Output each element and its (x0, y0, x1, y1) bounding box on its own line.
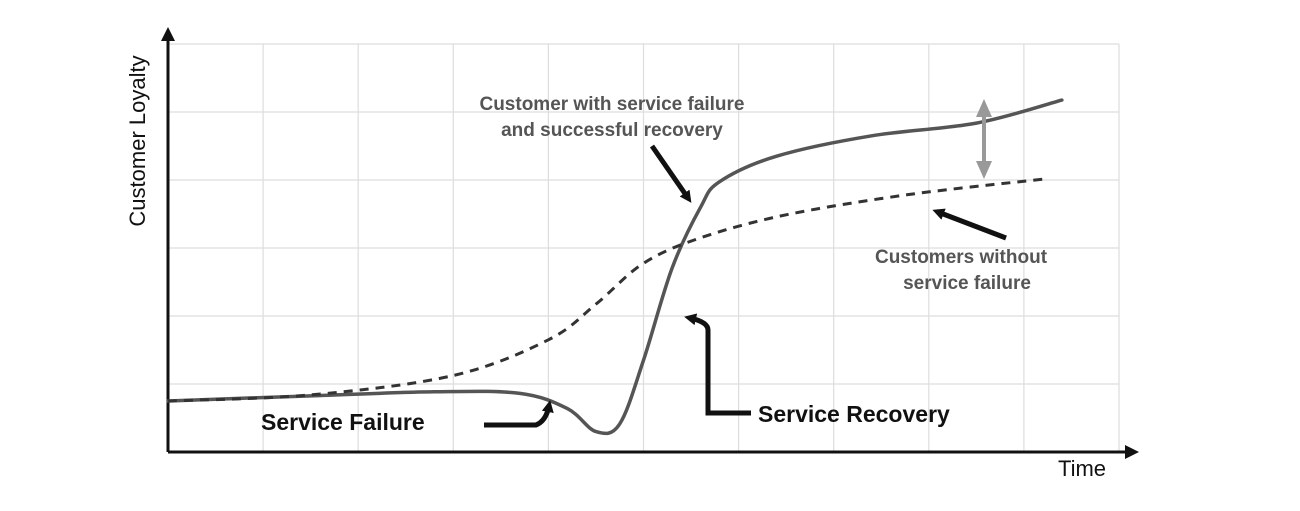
series-line-failure-and-recovery (166, 98, 1064, 436)
series-line-without-failure (167, 177, 1044, 403)
recovered-label-line2: and successful recovery (501, 120, 723, 141)
recovered-label-line1: Customer with service failure (479, 94, 744, 115)
axes (161, 27, 1139, 459)
no-failure-label-line2: service failure (903, 273, 1031, 294)
service-failure-label: Service Failure (261, 409, 425, 435)
annotation-labels: Customer with service failure and succes… (125, 55, 1106, 481)
service-failure-arrow (484, 400, 554, 428)
y-axis-label: Customer Loyalty (125, 55, 150, 226)
no-failure-pointer-arrow (932, 208, 1007, 241)
no-failure-label-line1: Customers without (875, 247, 1048, 268)
recovered-pointer-arrow (649, 144, 692, 203)
service-recovery-arrow (684, 313, 751, 416)
x-axis-label: Time (1058, 456, 1106, 481)
series-group (166, 98, 1064, 436)
service-recovery-label: Service Recovery (758, 401, 950, 427)
annotation-arrows (484, 99, 1007, 428)
